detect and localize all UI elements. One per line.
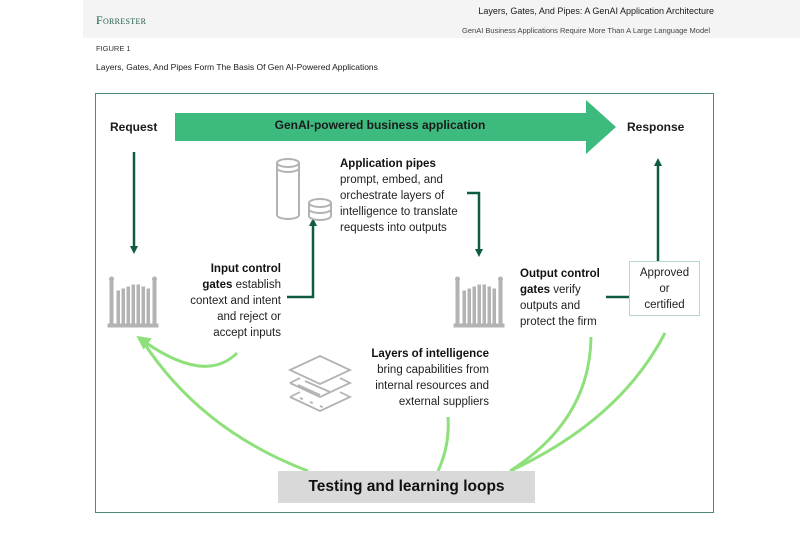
loop-curve-approved	[509, 332, 667, 473]
input-gates-title: Input control	[210, 263, 281, 275]
request-label: Request	[110, 120, 158, 134]
banner-arrow	[175, 100, 616, 154]
output-gates-text: Output control gates verify outputs and …	[520, 266, 600, 330]
loop-curve-input-short	[136, 335, 239, 368]
layers-title: Layers of intelligence	[371, 348, 489, 360]
header-band	[83, 0, 800, 38]
output-gates-title: Output control	[520, 268, 600, 280]
approved-box: Approved or certified	[629, 261, 700, 316]
layers-line: bring capabilities from	[377, 364, 489, 376]
response-label: Response	[627, 120, 685, 134]
pipes-line: prompt, embed, and	[340, 174, 443, 186]
loop-curve-layers	[436, 416, 450, 472]
pipes-to-output-arrow	[467, 191, 483, 257]
approved-line: Approved	[639, 267, 690, 279]
diagram-frame	[95, 93, 714, 513]
input-gates-title-2: gates	[202, 279, 233, 291]
testing-learning-loops-label: Testing and learning loops	[278, 471, 535, 503]
output-gates-line: outputs and	[520, 300, 581, 312]
loop-curve-input-long	[140, 339, 309, 473]
report-title: Layers, Gates, And Pipes: A GenAI Applic…	[478, 6, 714, 16]
figure-title: Layers, Gates, And Pipes Form The Basis …	[96, 62, 378, 72]
approved-line: or	[659, 283, 670, 295]
input-gates-text: Input control gates establish context an…	[168, 261, 281, 341]
output-gates-line: verify	[550, 284, 581, 296]
layers-line: external suppliers	[398, 396, 489, 408]
input-gate-icon	[107, 276, 159, 328]
input-to-pipes-arrow	[287, 218, 317, 299]
application-pipes-text: Application pipes prompt, embed, and orc…	[340, 156, 458, 236]
approved-line: certified	[644, 299, 685, 311]
layers-line: internal resources and	[375, 380, 489, 392]
pipes-line: requests into outputs	[340, 222, 447, 234]
application-pipes-title: Application pipes	[340, 158, 436, 170]
output-gate-icon	[453, 276, 505, 328]
loop-curve-output	[509, 336, 593, 473]
input-gates-line: accept inputs	[213, 327, 281, 339]
forrester-logo: Forrester	[96, 13, 147, 27]
input-gates-line: establish	[232, 279, 281, 291]
figure-label: FIGURE 1	[96, 44, 131, 53]
output-gates-line: protect the firm	[520, 316, 597, 328]
layers-icon	[287, 355, 353, 412]
report-subtitle: GenAI Business Applications Require More…	[462, 26, 710, 35]
pipes-line: orchestrate layers of	[340, 190, 445, 202]
input-gates-line: and reject or	[217, 311, 281, 323]
pipes-line: intelligence to translate	[340, 206, 458, 218]
output-gates-title-2: gates	[520, 284, 551, 296]
database-icon	[276, 158, 332, 221]
banner-label: GenAI-powered business application	[274, 118, 486, 132]
input-gates-line: context and intent	[190, 295, 281, 307]
layers-text: Layers of intelligence bring capabilitie…	[355, 346, 489, 410]
